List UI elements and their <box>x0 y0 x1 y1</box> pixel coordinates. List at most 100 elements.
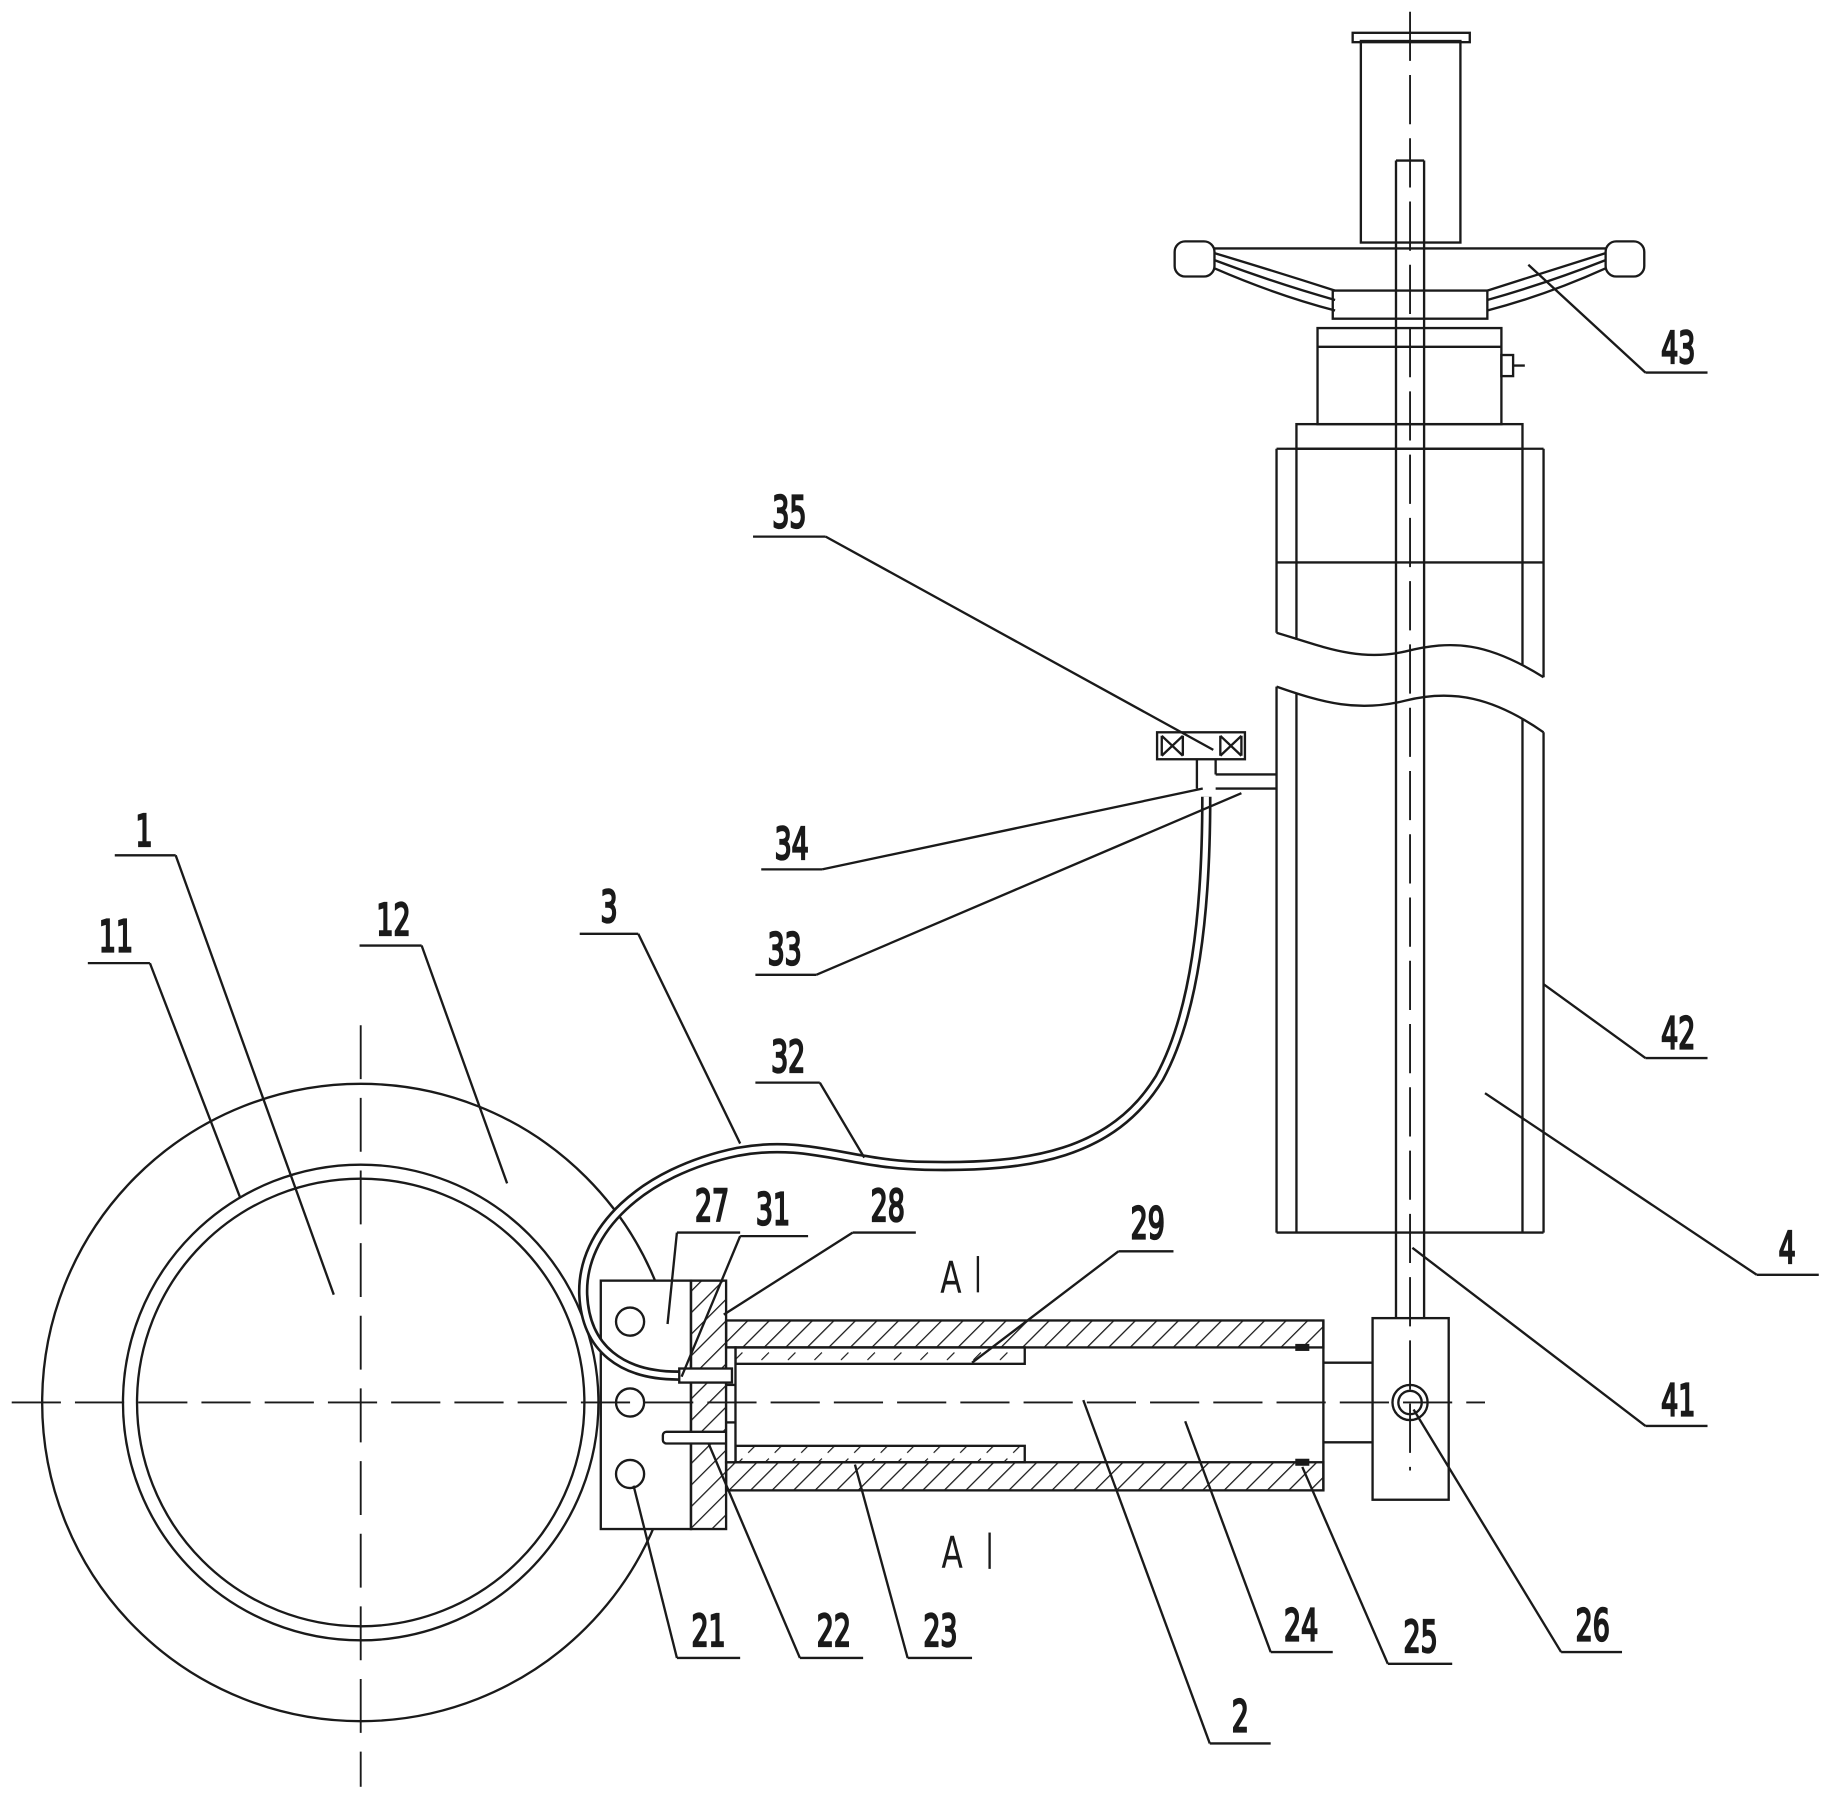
leader-line <box>821 787 1204 871</box>
label-34: 34 <box>775 819 809 869</box>
callout-24: 24 <box>1184 1420 1333 1654</box>
leader-line <box>632 1485 679 1659</box>
leader-line <box>1082 1399 1211 1744</box>
callout-32: 32 <box>755 1031 866 1159</box>
leader-line <box>815 792 1242 976</box>
label-26: 26 <box>1576 1601 1610 1651</box>
label-32: 32 <box>771 1032 805 1082</box>
callout-35: 35 <box>753 487 1214 751</box>
label-42: 42 <box>1661 1009 1695 1059</box>
label-27: 27 <box>695 1181 729 1231</box>
leader-line <box>148 962 242 1198</box>
handwheel-spoke-left <box>1214 259 1336 302</box>
break-line-upper <box>1276 631 1545 679</box>
label-24: 24 <box>1284 1601 1318 1651</box>
cylinder <box>724 1319 1373 1492</box>
break-line-lower <box>1276 685 1545 734</box>
seal-top <box>1295 1343 1310 1351</box>
label-35: 35 <box>772 488 806 538</box>
handwheel-spoke-left <box>1214 251 1336 292</box>
label-4: 4 <box>1779 1223 1796 1273</box>
label-41: 41 <box>1661 1376 1695 1426</box>
label-2: 2 <box>1232 1692 1249 1742</box>
cylinder-wall-bottom <box>724 1461 1325 1492</box>
clamp-block <box>599 1279 732 1531</box>
callout-4: 4 <box>1484 1092 1819 1276</box>
cylinder-end-cap <box>724 1346 737 1464</box>
top-cap <box>1351 31 1471 44</box>
callout-22: 22 <box>707 1443 864 1660</box>
callout-23: 23 <box>853 1464 973 1660</box>
label-23: 23 <box>923 1607 957 1657</box>
section-mark-letter: A <box>941 1528 962 1579</box>
leader-line <box>1301 1466 1389 1665</box>
leader-line <box>825 535 1214 751</box>
handwheel-spoke-right <box>1486 251 1606 292</box>
label-12: 12 <box>376 895 410 945</box>
valve-assembly <box>1155 731 1277 790</box>
label-29: 29 <box>1131 1199 1165 1249</box>
callouts: 35 34 33 3 32 1 11 <box>87 263 1819 1745</box>
handwheel-spoke-right <box>1487 267 1607 312</box>
callout-27: 27 <box>666 1180 741 1325</box>
leader-line <box>1484 1092 1758 1276</box>
section-mark-top: A <box>940 1252 980 1303</box>
label-25: 25 <box>1404 1612 1438 1662</box>
callout-3: 3 <box>579 882 742 1145</box>
leader-line <box>1184 1420 1272 1653</box>
leader-line <box>723 1231 854 1316</box>
leader-line <box>1542 983 1647 1059</box>
label-11: 11 <box>99 912 133 962</box>
callout-31: 31 <box>680 1184 809 1378</box>
gearbox-bolt <box>1500 353 1515 378</box>
mounting-block <box>599 1279 693 1531</box>
callout-41: 41 <box>1411 1246 1708 1427</box>
label-1: 1 <box>136 806 153 856</box>
callout-25: 25 <box>1301 1466 1453 1665</box>
label-3: 3 <box>600 882 617 932</box>
hose <box>577 796 1212 1381</box>
callout-2: 2 <box>1082 1399 1271 1745</box>
leader-line <box>853 1464 909 1659</box>
callout-21: 21 <box>632 1485 741 1660</box>
callout-26: 26 <box>1412 1408 1623 1654</box>
callout-12: 12 <box>359 894 509 1184</box>
label-31: 31 <box>756 1185 790 1235</box>
leader-line <box>1412 1408 1563 1653</box>
callout-33: 33 <box>755 792 1242 976</box>
hose-bore <box>580 796 1209 1379</box>
leader-line <box>637 933 742 1145</box>
section-mark-letter: A <box>940 1252 961 1303</box>
seal-bottom <box>1295 1458 1310 1466</box>
callout-42: 42 <box>1542 983 1708 1060</box>
leader-line <box>971 1250 1120 1364</box>
callout-34: 34 <box>761 787 1204 871</box>
label-28: 28 <box>871 1181 905 1231</box>
valve-seat-left <box>1160 734 1185 757</box>
label-21: 21 <box>691 1607 725 1657</box>
inner-sleeve-bottom <box>734 1444 1026 1464</box>
hose-connector <box>678 1367 734 1384</box>
label-22: 22 <box>817 1607 851 1657</box>
callout-43: 43 <box>1527 263 1708 375</box>
callout-11: 11 <box>87 911 242 1198</box>
leader-line <box>420 945 509 1184</box>
bolt-hole-top <box>614 1306 646 1337</box>
callout-28: 28 <box>723 1180 916 1316</box>
leader-line <box>666 1232 679 1325</box>
leader-line <box>1411 1246 1647 1427</box>
callout-1: 1 <box>114 805 335 1296</box>
handwheel-grip-left <box>1173 240 1216 278</box>
leader-line <box>1527 263 1647 374</box>
leader-line <box>818 1082 866 1159</box>
callout-29: 29 <box>971 1198 1174 1364</box>
valve-seat-right <box>1219 734 1243 757</box>
cylinder-wall-top <box>724 1319 1325 1349</box>
leader-line <box>707 1443 801 1659</box>
label-43: 43 <box>1661 324 1695 374</box>
handwheel-spoke-left <box>1214 267 1336 312</box>
fixing-pin <box>661 1430 732 1445</box>
bolt-hole-bottom <box>614 1458 646 1490</box>
handwheel-grip-right <box>1604 240 1646 278</box>
